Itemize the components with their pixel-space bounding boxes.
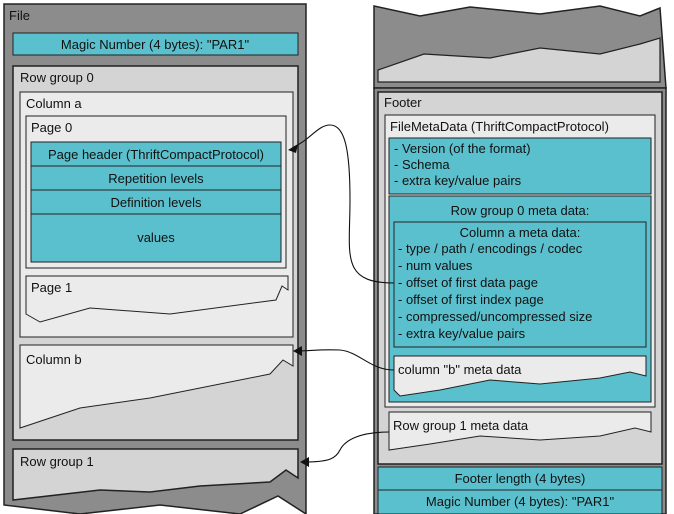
arrow-column-b-meta-to-column-b <box>297 349 395 371</box>
column-b-title: Column b <box>26 352 82 367</box>
footer-title: Footer <box>384 95 422 110</box>
page-header-label: Page header (ThriftCompactProtocol) <box>48 147 264 162</box>
page-header-section <box>30 141 282 167</box>
row-group-1-meta <box>388 411 652 451</box>
row-group-1-title: Row group 1 <box>20 454 94 469</box>
row-group-0-title: Row group 0 <box>20 70 94 85</box>
column-a-meta-item: - offset of first data page <box>398 275 538 290</box>
file-block: File Magic Number (4 bytes): "PAR1" Row … <box>3 3 307 514</box>
values-label: values <box>137 230 175 245</box>
file-metadata-item: - Version (of the format) <box>394 141 531 156</box>
column-a-title: Column a <box>26 96 82 111</box>
row-group-0-meta-title: Row group 0 meta data: <box>451 203 590 218</box>
page-0-title: Page 0 <box>31 120 72 135</box>
column-a-meta-item: - offset of first index page <box>398 292 544 307</box>
arrow-row-group-1-meta-to-row-group-1 <box>304 431 390 463</box>
column-a-meta-item: - compressed/uncompressed size <box>398 309 592 324</box>
arrow-head-column-b <box>293 346 302 356</box>
row-group-1 <box>12 448 299 501</box>
file-metadata-fields <box>388 137 652 195</box>
file-title: File <box>9 8 30 23</box>
footer-block: Footer FileMetaData (ThriftCompactProtoc… <box>373 5 667 514</box>
file-metadata-item: - Schema <box>394 157 450 172</box>
column-b-meta <box>393 355 647 397</box>
connector-arrows <box>288 124 395 467</box>
repetition-levels-label: Repetition levels <box>108 171 204 186</box>
arrow-offset-to-page-0 <box>291 124 395 284</box>
file-metadata-title: FileMetaData (ThriftCompactProtocol) <box>390 119 609 134</box>
repetition-levels-section <box>30 165 282 191</box>
definition-levels-label: Definition levels <box>110 195 202 210</box>
magic-number-footer-label: Magic Number (4 bytes): "PAR1" <box>426 494 615 509</box>
column-b-meta-label: column "b" meta data <box>398 362 522 377</box>
arrow-head-row-group-1 <box>300 457 309 467</box>
magic-number-footer <box>377 489 663 514</box>
definition-levels-section <box>30 189 282 215</box>
column-b <box>19 344 294 429</box>
file-metadata-item: - extra key/value pairs <box>394 173 522 188</box>
footer-length-label: Footer length (4 bytes) <box>455 471 586 486</box>
values-section <box>30 213 282 263</box>
magic-number-header-label: Magic Number (4 bytes): "PAR1" <box>61 37 250 52</box>
row-group-1-meta-label: Row group 1 meta data <box>393 418 529 433</box>
column-a-meta-title: Column a meta data: <box>460 225 581 240</box>
column-a-meta-item: - num values <box>398 258 473 273</box>
page-1-title: Page 1 <box>31 280 72 295</box>
page-1 <box>25 275 289 323</box>
column-a-meta <box>393 221 647 348</box>
magic-number-header <box>12 32 299 56</box>
footer-torn-top-inner <box>377 37 661 83</box>
arrow-head-page-0 <box>288 144 298 153</box>
column-a-meta-item: - type / path / encodings / codec <box>398 241 583 256</box>
column-a-meta-item: - extra key/value pairs <box>398 326 526 341</box>
